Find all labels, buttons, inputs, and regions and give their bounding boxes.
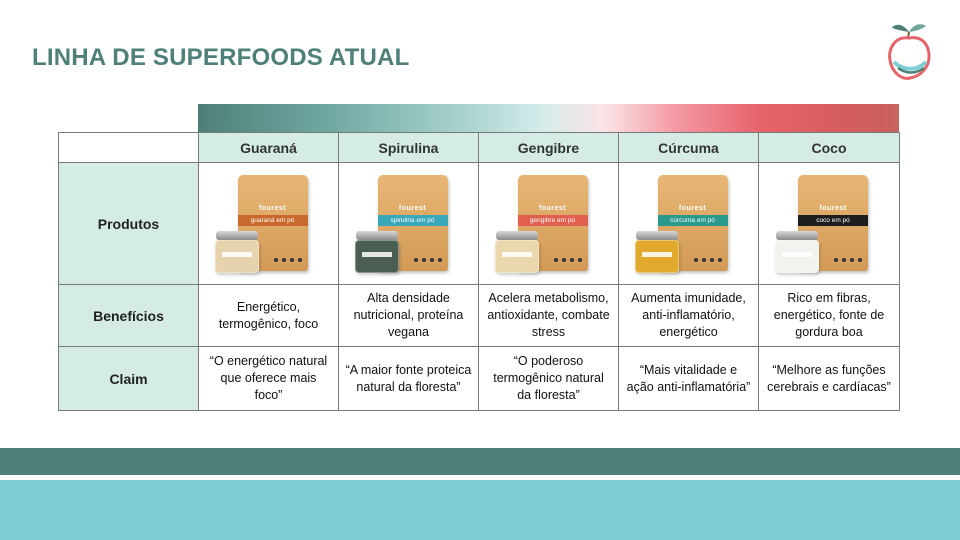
- jar-lid: [495, 230, 538, 240]
- certification-icons: [411, 256, 442, 263]
- product-image-cell: fourest spirulina em pó: [338, 162, 479, 285]
- product-image-cell: fourest gengibre em pó: [478, 162, 619, 285]
- pouch-label: cúrcuma em pó: [657, 214, 728, 226]
- claim-cell: “Mais vitalidade e ação anti-inflamatóri…: [618, 346, 759, 411]
- certification-icons: [271, 256, 302, 263]
- jar-lid: [215, 230, 258, 240]
- certification-icons: [551, 256, 582, 263]
- footer-band-light: [0, 480, 960, 540]
- pouch-image: fourest spirulina em pó: [377, 174, 448, 271]
- jar-tag: [641, 251, 672, 257]
- claim-cell: “A maior fonte proteica natural da flore…: [338, 346, 479, 411]
- product-image-cell: fourest guaraná em pó: [198, 162, 339, 285]
- footer-band-dark: [0, 448, 960, 475]
- jar-lid: [355, 230, 398, 240]
- claim-cell: “O poderoso termogênico natural da flore…: [478, 346, 619, 411]
- product-image: fourest coco em pó: [774, 171, 884, 277]
- product-image: fourest gengibre em pó: [494, 171, 604, 277]
- brand-logo-text: fourest: [678, 204, 707, 212]
- benefit-cell: Energético, termogênico, foco: [198, 284, 339, 347]
- jar-tag: [501, 251, 532, 257]
- brand-logo-text: fourest: [398, 204, 427, 212]
- product-image: fourest cúrcuma em pó: [634, 171, 744, 277]
- jar-lid: [776, 230, 818, 240]
- pouch-label: spirulina em pó: [377, 214, 448, 226]
- benefit-cell: Acelera metabolismo, antioxidante, comba…: [478, 284, 619, 347]
- slide-title: LINHA DE SUPERFOODS ATUAL: [32, 44, 410, 71]
- jar-tag: [782, 251, 812, 257]
- claim-cell: “O energético natural que oferece mais f…: [198, 346, 339, 411]
- gradient-color-bar: [198, 104, 899, 132]
- column-header: Coco: [758, 132, 900, 163]
- brand-logo-text: fourest: [258, 204, 287, 212]
- certification-icons: [832, 256, 862, 263]
- table-corner-cell: [58, 132, 199, 163]
- row-label-products: Produtos: [58, 162, 199, 285]
- row-label-claim: Claim: [58, 346, 199, 411]
- jar-image: [354, 230, 400, 273]
- jar-image: [774, 230, 820, 273]
- benefit-cell: Rico em fibras, energético, fonte de gor…: [758, 284, 900, 347]
- table-row-products: Produtos fourest guaraná em pó fourest spi…: [58, 162, 900, 285]
- column-header: Gengibre: [478, 132, 619, 163]
- row-label-benefits: Benefícios: [58, 284, 199, 347]
- column-header: Cúrcuma: [618, 132, 759, 163]
- jar-image: [494, 230, 540, 273]
- product-image-cell: fourest coco em pó: [758, 162, 900, 285]
- jar-lid: [635, 230, 678, 240]
- claim-cell: “Melhore as funções cerebrais e cardíaca…: [758, 346, 900, 411]
- table-header-row: Guaraná Spirulina Gengibre Cúrcuma Coco: [58, 132, 900, 163]
- benefit-cell: Alta densidade nutricional, proteína veg…: [338, 284, 479, 347]
- table-row-claim: Claim “O energético natural que oferece …: [58, 346, 900, 411]
- jar-tag: [221, 251, 252, 257]
- product-image-cell: fourest cúrcuma em pó: [618, 162, 759, 285]
- benefit-cell: Aumenta imunidade, anti-inflamatório, en…: [618, 284, 759, 347]
- jar-tag: [361, 251, 392, 257]
- column-header: Guaraná: [198, 132, 339, 163]
- product-image: fourest spirulina em pó: [354, 171, 464, 277]
- superfoods-table: Guaraná Spirulina Gengibre Cúrcuma Coco …: [58, 132, 900, 411]
- product-image: fourest guaraná em pó: [214, 171, 324, 277]
- jar-image: [634, 230, 680, 273]
- certification-icons: [691, 256, 722, 263]
- pouch-label: guaraná em pó: [237, 214, 308, 226]
- peach-logo-icon: [888, 24, 931, 80]
- pouch-label: gengibre em pó: [517, 214, 588, 226]
- table-row-benefits: Benefícios Energético, termogênico, foco…: [58, 284, 900, 347]
- brand-logo-text: fourest: [538, 204, 567, 212]
- pouch-label: coco em pó: [798, 214, 868, 226]
- brand-logo-text: fourest: [819, 204, 847, 212]
- jar-image: [214, 230, 260, 273]
- column-header: Spirulina: [338, 132, 479, 163]
